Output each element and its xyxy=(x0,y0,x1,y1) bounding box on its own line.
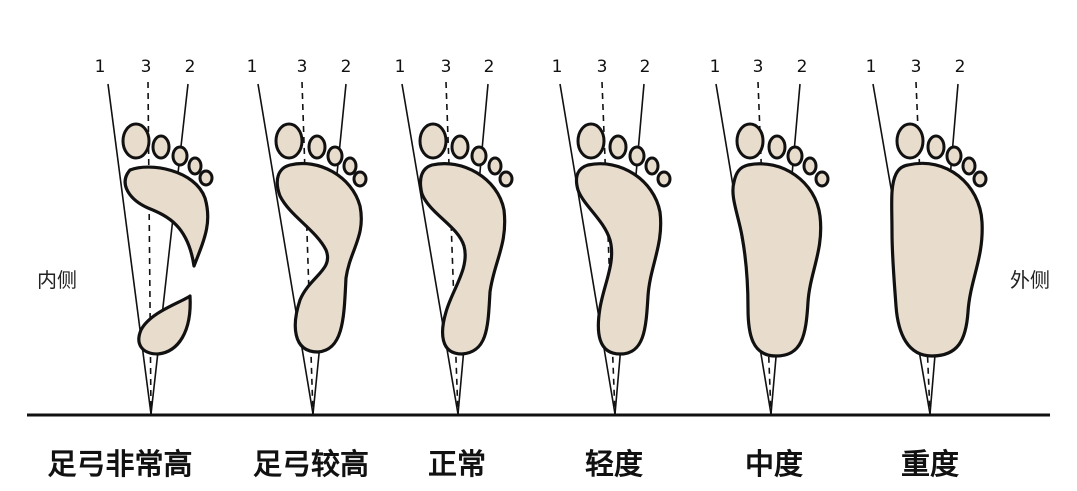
line-number-3: 3 xyxy=(297,57,308,77)
foot-panel-mild: 1 3 2 xyxy=(552,57,672,415)
line-number-3: 3 xyxy=(597,57,608,77)
category-label-severe: 重度 xyxy=(901,447,959,481)
toe xyxy=(487,156,503,176)
line-number-3: 3 xyxy=(753,57,764,77)
line-number-3: 3 xyxy=(141,57,152,77)
category-label-normal: 正常 xyxy=(428,447,486,481)
toe xyxy=(767,134,787,160)
big-toe xyxy=(576,122,606,160)
toe xyxy=(326,145,344,167)
line-number-1: 1 xyxy=(95,57,106,77)
foot-panel-normal: 1 3 2 xyxy=(395,57,514,415)
big-toe xyxy=(895,122,925,160)
line-number-3: 3 xyxy=(441,57,452,77)
toe xyxy=(307,134,327,160)
toe xyxy=(171,145,189,167)
big-toe xyxy=(121,122,151,160)
toe xyxy=(814,170,830,188)
toe xyxy=(628,145,646,167)
line-number-1: 1 xyxy=(395,57,406,77)
category-label-moderate: 中度 xyxy=(745,447,803,481)
forefoot-shape xyxy=(123,165,210,268)
foot-outline xyxy=(890,161,984,358)
toe xyxy=(198,169,214,187)
medial-side-label: 内侧 xyxy=(37,268,77,292)
category-label-mild: 轻度 xyxy=(585,447,643,481)
line-number-1: 1 xyxy=(866,57,877,77)
line-number-1: 1 xyxy=(552,57,563,77)
line-number-2: 2 xyxy=(341,57,352,77)
category-label-very-high-arch: 足弓非常高 xyxy=(47,447,192,481)
big-toe xyxy=(274,122,304,160)
line-number-2: 2 xyxy=(640,57,651,77)
toe xyxy=(342,156,358,176)
toe xyxy=(926,134,946,160)
heel-shape xyxy=(137,294,192,356)
toe xyxy=(656,170,672,188)
foot-panel-severe: 1 3 2 xyxy=(866,57,988,415)
toe xyxy=(972,170,988,188)
line-number-1: 1 xyxy=(710,57,721,77)
foot-outline xyxy=(731,162,823,358)
big-toe xyxy=(735,122,765,160)
category-label-high-arch: 足弓较高 xyxy=(253,447,369,481)
toe xyxy=(786,145,804,167)
line-number-2: 2 xyxy=(185,57,196,77)
toe xyxy=(470,145,488,167)
toe xyxy=(498,170,514,188)
toe xyxy=(151,134,171,160)
toe xyxy=(802,156,818,176)
toe xyxy=(352,170,368,188)
line-number-2: 2 xyxy=(797,57,808,77)
line-number-2: 2 xyxy=(484,57,495,77)
foot-panel-very-high-arch: 1 3 2 xyxy=(95,57,214,415)
foot-outline xyxy=(275,162,363,354)
big-toe xyxy=(418,122,448,160)
toe xyxy=(450,134,470,160)
lateral-side-label: 外侧 xyxy=(1010,268,1050,292)
line-number-1: 1 xyxy=(247,57,258,77)
toe xyxy=(644,156,660,176)
foot-panel-moderate: 1 3 2 xyxy=(710,57,830,415)
line-number-3: 3 xyxy=(911,57,922,77)
toe xyxy=(945,145,963,167)
toe xyxy=(187,156,203,176)
line-number-2: 2 xyxy=(955,57,966,77)
toe xyxy=(608,134,628,160)
foot-outline xyxy=(418,162,507,356)
toe xyxy=(961,156,977,176)
foot-outline xyxy=(574,162,663,356)
foot-panel-high-arch: 1 3 2 xyxy=(247,57,368,415)
